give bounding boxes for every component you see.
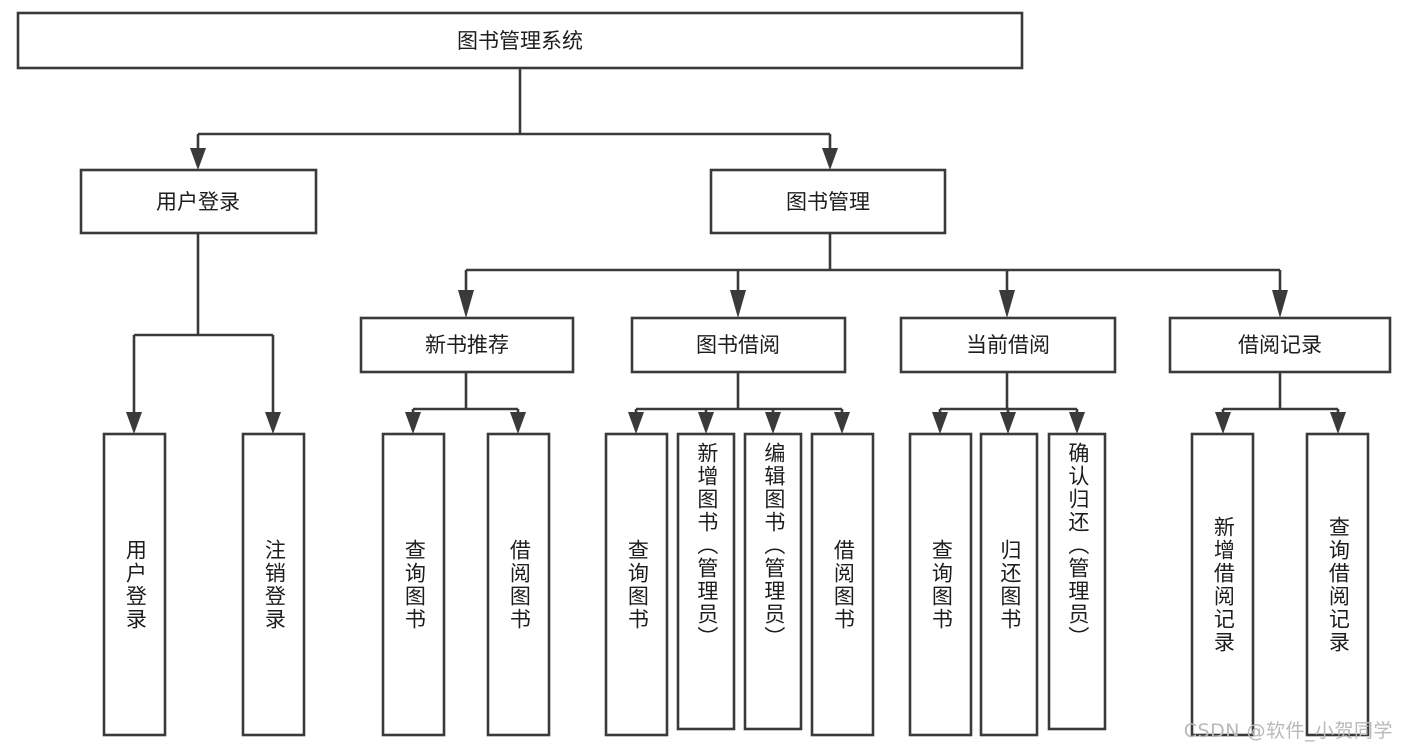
node-borrow-record[interactable] <box>1168 316 1392 374</box>
node-book-borrow[interactable] <box>630 316 847 374</box>
label-root-system: 图书管理系统 <box>457 29 583 53</box>
label-book-borrow: 图书借阅 <box>696 333 780 357</box>
node-leaf-query-book-2[interactable] <box>604 432 669 737</box>
arrow-icon-leaf-borrow-book-1 <box>510 412 526 434</box>
arrow-icon-leaf-user-login <box>126 412 142 434</box>
arrow-icon-leaf-add-record <box>1215 412 1231 434</box>
node-root-system[interactable] <box>16 11 1024 70</box>
node-leaf-query-record[interactable] <box>1305 432 1370 737</box>
node-leaf-query-book-1[interactable] <box>381 432 446 737</box>
node-leaf-edit-book[interactable] <box>743 432 803 731</box>
node-box-group <box>16 11 1392 737</box>
arrow-icon-leaf-query-book-3 <box>932 412 948 434</box>
arrow-icon-user-login <box>190 148 206 170</box>
arrow-icon-leaf-return-book <box>1000 412 1016 434</box>
node-leaf-confirm-return[interactable] <box>1047 432 1107 731</box>
node-user-login[interactable] <box>79 168 318 235</box>
arrow-icon-book-manage <box>822 148 838 170</box>
node-new-book-recommend[interactable] <box>359 316 575 374</box>
node-leaf-query-book-3[interactable] <box>908 432 973 737</box>
arrow-icon-leaf-query-book-1 <box>405 412 421 434</box>
arrow-icon-leaf-logout <box>265 412 281 434</box>
node-leaf-logout[interactable] <box>241 432 306 737</box>
node-leaf-user-login[interactable] <box>102 432 167 737</box>
arrow-icon-leaf-query-book-2 <box>628 412 644 434</box>
arrow-icon-leaf-confirm-return <box>1069 412 1085 434</box>
node-label-group: 图书管理系统 用户登录 图书管理 新书推荐 图书借阅 当前借阅 借阅记录 <box>156 29 1322 357</box>
arrow-icon-leaf-borrow-book-2 <box>834 412 850 434</box>
arrow-icon-new-book <box>458 290 474 318</box>
arrow-icon-borrow-record <box>1272 290 1288 318</box>
node-current-borrow[interactable] <box>899 316 1117 374</box>
node-book-manage[interactable] <box>709 168 947 235</box>
label-book-manage: 图书管理 <box>786 190 870 214</box>
csdn-watermark: CSDN @软件_小贺同学 <box>1183 720 1393 742</box>
label-borrow-record: 借阅记录 <box>1238 333 1322 357</box>
node-leaf-return-book[interactable] <box>979 432 1039 737</box>
label-user-login: 用户登录 <box>156 190 240 214</box>
arrow-icon-leaf-edit-book <box>765 412 781 434</box>
connector-group <box>126 68 1346 434</box>
arrow-icon-current-borrow <box>999 290 1015 318</box>
node-leaf-borrow-book-1[interactable] <box>486 432 551 737</box>
node-leaf-borrow-book-2[interactable] <box>810 432 875 737</box>
node-leaf-add-record[interactable] <box>1190 432 1255 737</box>
node-leaf-add-book[interactable] <box>676 432 736 731</box>
arrow-icon-leaf-add-book <box>698 412 714 434</box>
arrow-icon-book-borrow <box>730 290 746 318</box>
arrow-icon-leaf-query-record <box>1330 412 1346 434</box>
label-current-borrow: 当前借阅 <box>966 333 1050 357</box>
label-new-book-recommend: 新书推荐 <box>425 333 509 357</box>
